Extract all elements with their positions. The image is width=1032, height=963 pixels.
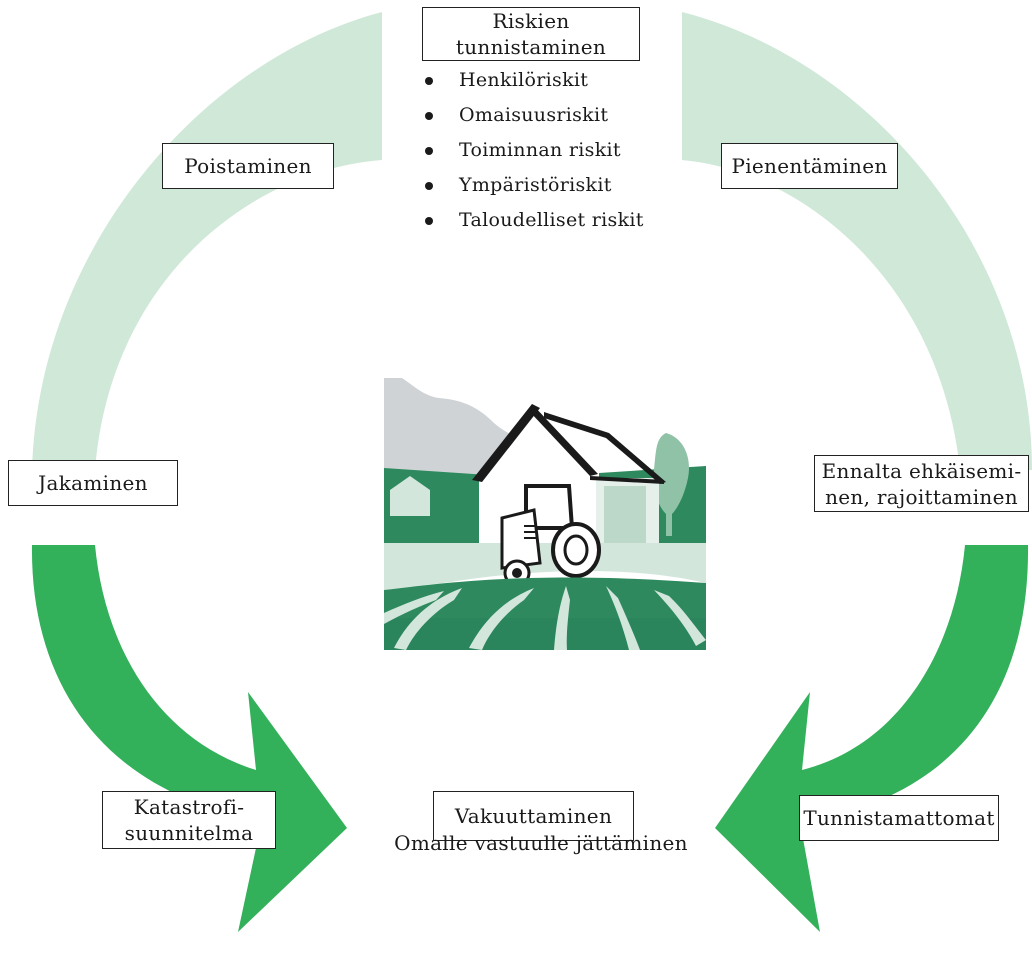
risk-type-item: Toiminnan riskit (422, 133, 644, 168)
risk-identification-box: Riskien tunnistaminen (422, 7, 640, 61)
elimination-box: Poistaminen (162, 143, 334, 189)
left-upper-light-arrow (32, 12, 382, 470)
farm-illustration (384, 378, 706, 650)
disaster-plan-box: Katastrofi- suunnitelma (102, 791, 276, 849)
risk-type-item: Taloudelliset riskit (422, 203, 644, 238)
sharing-label: Jakaminen (38, 471, 148, 495)
insurance-label: Vakuuttaminen (454, 804, 613, 828)
disaster-plan-label-line-2: suunnitelma (124, 821, 254, 845)
prevention-label-line-2: nen, rajoittaminen (825, 484, 1018, 509)
prevention-label-line-1: Ennalta ehkäisemi- (821, 458, 1022, 483)
risk-identification-line-2: tunnistaminen (455, 35, 607, 59)
risk-identification-line-1: Riskien (492, 9, 570, 33)
risk-type-item: Ympäristöriskit (422, 168, 644, 203)
unidentified-box: Tunnistamattomat (799, 795, 999, 841)
unidentified-label: Tunnistamattomat (803, 806, 995, 830)
elimination-label: Poistaminen (184, 154, 312, 178)
left-lower-dark-arrow (31, 545, 347, 932)
reduction-box: Pienentäminen (721, 143, 898, 189)
disaster-plan-label-line-1: Katastrofi- (133, 795, 245, 819)
risk-type-item: Omaisuusriskit (422, 98, 644, 133)
reduction-label: Pienentäminen (731, 154, 888, 178)
sharing-box: Jakaminen (8, 460, 178, 506)
prevention-box: Ennalta ehkäisemi- nen, rajoittaminen (814, 455, 1029, 512)
right-lower-dark-arrow (715, 545, 1029, 932)
risk-types-list: Henkilöriskit Omaisuusriskit Toiminnan r… (422, 63, 644, 238)
right-upper-light-arrow (682, 12, 1032, 470)
insurance-box: Vakuuttaminen (433, 791, 634, 841)
risk-type-item: Henkilöriskit (422, 63, 644, 98)
risk-retention-text: Omalle vastuulle jättäminen (394, 831, 688, 855)
